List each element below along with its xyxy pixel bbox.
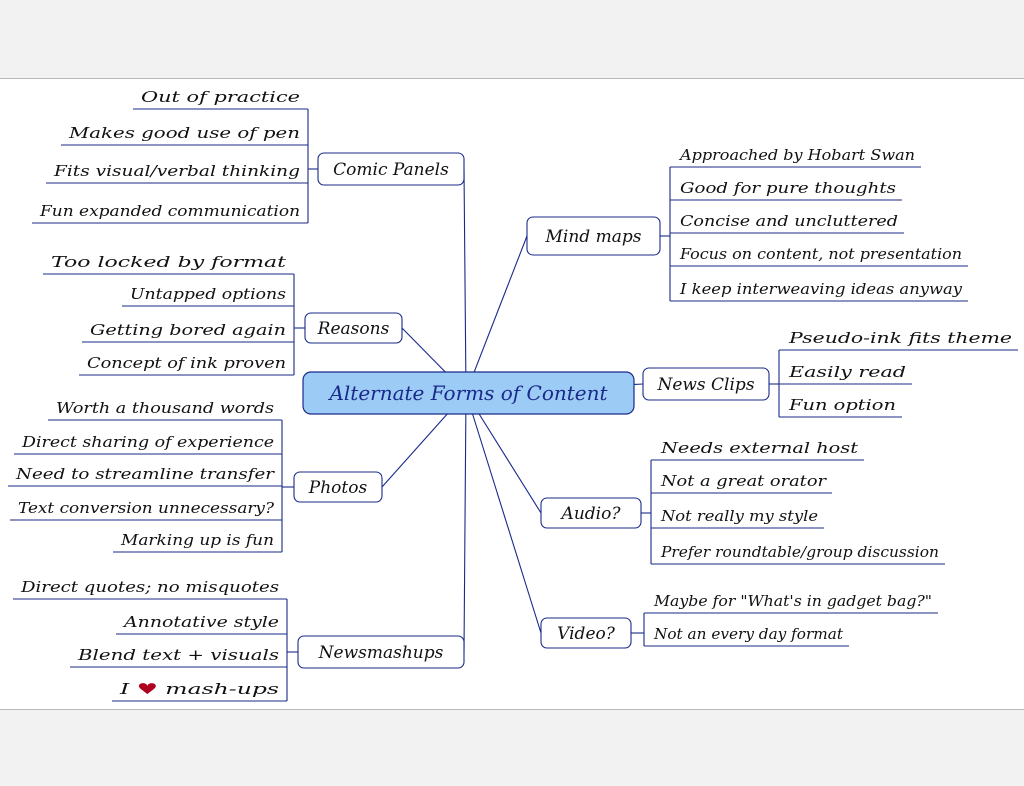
connector-mind-maps bbox=[465, 235, 528, 394]
central-node-label: Alternate Forms of Content bbox=[327, 381, 608, 405]
item-label: Need to streamline transfer bbox=[15, 465, 275, 483]
item-label: Pseudo-ink fits theme bbox=[788, 329, 1013, 347]
item-label: Approached by Hobart Swan bbox=[678, 146, 915, 164]
item-label: Text conversion unnecessary? bbox=[18, 499, 275, 517]
item-label: Not an every day format bbox=[653, 625, 844, 643]
item-label: Concise and uncluttered bbox=[680, 212, 898, 230]
item-label: Fits visual/verbal thinking bbox=[53, 162, 300, 180]
item-label: Marking up is fun bbox=[120, 531, 274, 549]
item-label: I ♥ mash-ups bbox=[118, 680, 279, 698]
branch-label-news-clips: News Clips bbox=[656, 375, 754, 395]
item-label: Focus on content, not presentation bbox=[679, 245, 962, 263]
node-layer: Alternate Forms of Content Comic Panels Ou… bbox=[8, 88, 1018, 702]
item-label: Direct sharing of experience bbox=[21, 433, 274, 451]
branch-label-comic-panels: Comic Panels bbox=[333, 160, 449, 180]
item-label: Maybe for "What's in gadget bag?" bbox=[653, 592, 932, 610]
item-label: Easily read bbox=[788, 363, 906, 381]
item-label: Fun expanded communication bbox=[39, 202, 300, 220]
item-label: Out of practice bbox=[141, 88, 300, 106]
branch-video: Video? Maybe for "What's in gadget bag?" N… bbox=[540, 592, 938, 649]
heart-icon: ♥ bbox=[137, 680, 158, 698]
connector-newsmashups bbox=[463, 392, 467, 653]
item-label: Needs external host bbox=[660, 439, 860, 457]
item-label: Blend text + visuals bbox=[77, 646, 280, 664]
item-label: Getting bored again bbox=[90, 321, 286, 339]
branch-newsmashups: Newsmashups Direct quotes; no misquotesAn… bbox=[13, 578, 465, 702]
item-label: Fun option bbox=[788, 396, 896, 414]
item-label: Worth a thousand words bbox=[56, 399, 274, 417]
item-label: Untapped options bbox=[130, 285, 286, 303]
branch-label-audio: Audio? bbox=[560, 504, 622, 524]
item-label: Good for pure thoughts bbox=[680, 179, 896, 197]
central-node-box bbox=[302, 371, 635, 415]
item-label: Not a great orator bbox=[660, 472, 827, 490]
branch-label-photos: Photos bbox=[308, 478, 368, 498]
mindmap-diagram: Alternate Forms of Content Comic Panels Ou… bbox=[8, 88, 1018, 702]
connector-video bbox=[465, 392, 542, 634]
branch-label-newsmashups: Newsmashups bbox=[318, 643, 444, 663]
item-label: Not really my style bbox=[660, 507, 818, 525]
item-label: Prefer roundtable/group discussion bbox=[660, 543, 939, 561]
item-label: I keep interweaving ideas anyway bbox=[679, 280, 963, 298]
item-label: Too locked by format bbox=[51, 253, 287, 271]
mindmap-canvas: Alternate Forms of Content Comic Panels Ou… bbox=[0, 78, 1024, 710]
item-label: Annotative style bbox=[121, 613, 279, 631]
item-label: Makes good use of pen bbox=[68, 124, 300, 142]
item-label: Direct quotes; no misquotes bbox=[20, 578, 280, 596]
branch-label-reasons: Reasons bbox=[317, 319, 390, 339]
branch-label-video: Video? bbox=[557, 624, 616, 644]
branch-label-mind-maps: Mind maps bbox=[545, 227, 642, 247]
item-label: Concept of ink proven bbox=[87, 354, 286, 372]
connector-comic-panels bbox=[463, 168, 467, 394]
